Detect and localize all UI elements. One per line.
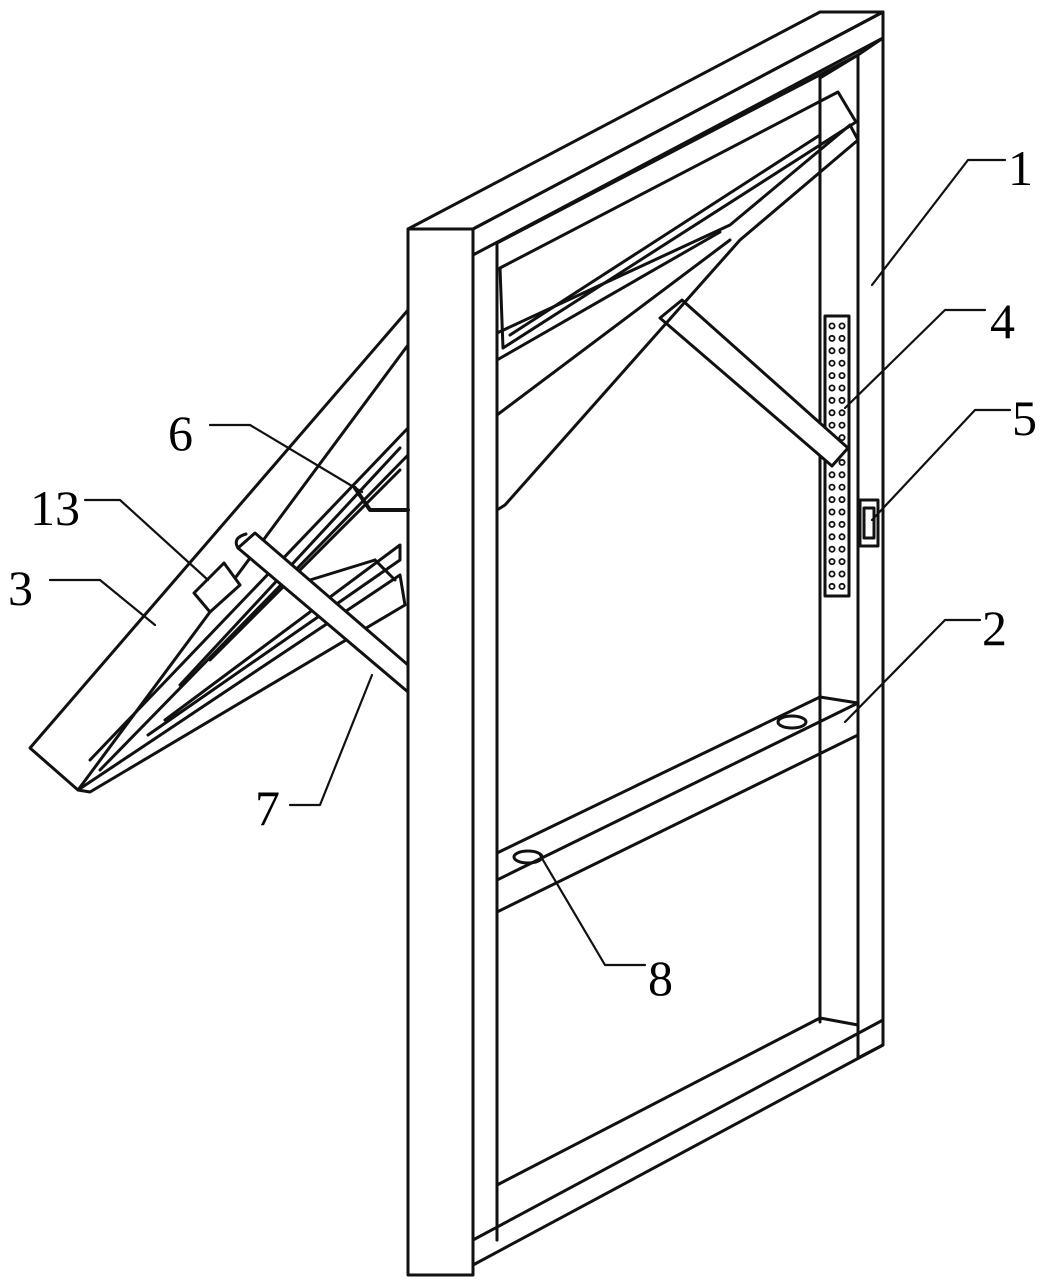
window-frame xyxy=(408,12,883,1275)
label-2: 2 xyxy=(982,600,1007,656)
leader-3 xyxy=(50,580,155,625)
label-7: 7 xyxy=(255,780,280,836)
label-5: 5 xyxy=(1012,390,1037,446)
label-13: 13 xyxy=(30,480,80,536)
leader-7 xyxy=(290,675,372,805)
label-6: 6 xyxy=(168,405,193,461)
frame-bottom-rail xyxy=(473,1020,883,1265)
label-1: 1 xyxy=(1008,140,1033,196)
frame-front-post xyxy=(408,229,473,1275)
frame-top-face xyxy=(408,12,883,229)
leader-4 xyxy=(845,310,985,408)
leader-5 xyxy=(872,410,1010,520)
frame-back-post xyxy=(858,38,883,1058)
leader-2 xyxy=(845,620,980,722)
window-assembly xyxy=(30,12,1010,1275)
label-3: 3 xyxy=(8,560,33,616)
leader-1 xyxy=(872,160,1005,285)
latch xyxy=(860,500,878,546)
cross-rail xyxy=(497,697,858,912)
label-8: 8 xyxy=(648,950,673,1006)
label-4: 4 xyxy=(990,293,1015,349)
